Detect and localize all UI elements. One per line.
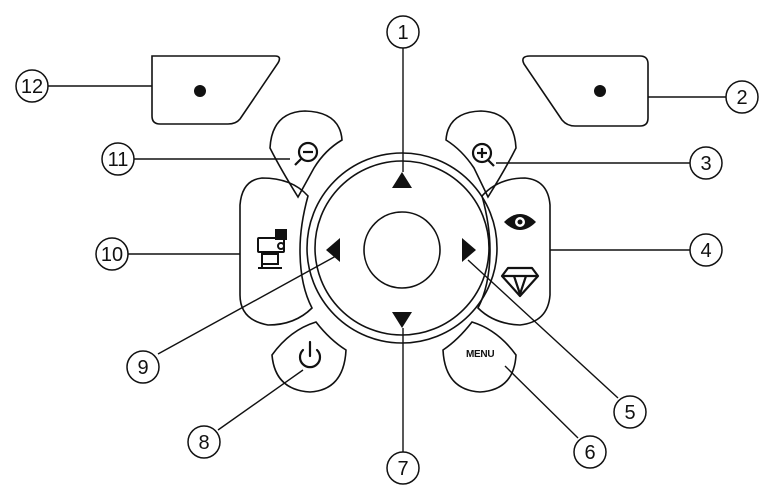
left-arrow-icon[interactable] (326, 238, 340, 262)
callout-label-8: 8 (198, 432, 209, 454)
leader-line-9 (157, 255, 337, 355)
up-arrow-icon[interactable] (392, 172, 412, 188)
top-left-button[interactable] (151, 55, 281, 125)
callout-circle-7 (386, 451, 420, 485)
zoom-out-icon (294, 141, 319, 166)
callout-circle-11 (101, 142, 135, 176)
callout-label-11: 11 (108, 149, 129, 171)
callout-label-3: 3 (700, 153, 711, 175)
callout-circle-12 (15, 69, 49, 103)
diamond-icon (500, 266, 540, 298)
dot-icon (594, 85, 606, 97)
down-arrow-icon[interactable] (392, 312, 412, 328)
ok-button[interactable] (363, 211, 441, 289)
zoom-in-button[interactable] (445, 110, 517, 199)
power-button[interactable] (271, 321, 347, 393)
callout-circle-3 (689, 146, 723, 180)
menu-label: MENU (466, 349, 494, 360)
callout-label-7: 7 (397, 458, 408, 480)
callout-label-1: 1 (397, 22, 408, 44)
callout-label-6: 6 (584, 442, 595, 464)
leader-line-5 (467, 259, 619, 399)
callout-label-10: 10 (101, 244, 123, 266)
leader-line-6 (504, 365, 579, 439)
callout-circle-5 (613, 395, 647, 429)
source-button[interactable] (239, 177, 313, 326)
callout-circle-1 (386, 15, 420, 49)
callout-circle-2 (725, 80, 759, 114)
leader-line-8 (217, 369, 304, 431)
callout-label-12: 12 (21, 76, 43, 98)
dot-icon (194, 85, 206, 97)
callout-circle-6 (573, 435, 607, 469)
callout-circle-8 (187, 425, 221, 459)
right-arrow-icon[interactable] (462, 238, 476, 262)
d-pad-outer-ring (306, 152, 498, 344)
callout-label-4: 4 (700, 240, 711, 262)
power-icon (298, 340, 322, 369)
eye-icon (504, 214, 536, 230)
zoom-in-icon (471, 142, 495, 167)
top-right-button[interactable] (522, 55, 649, 127)
callout-circle-10 (95, 237, 129, 271)
callout-label-5: 5 (624, 402, 635, 424)
menu-button[interactable] (442, 321, 517, 393)
callout-circle-9 (126, 350, 160, 384)
callout-label-2: 2 (736, 87, 747, 109)
callout-circle-4 (689, 233, 723, 267)
projector-icon (257, 229, 287, 269)
d-pad-ring[interactable] (314, 160, 490, 336)
callout-label-9: 9 (137, 357, 148, 379)
